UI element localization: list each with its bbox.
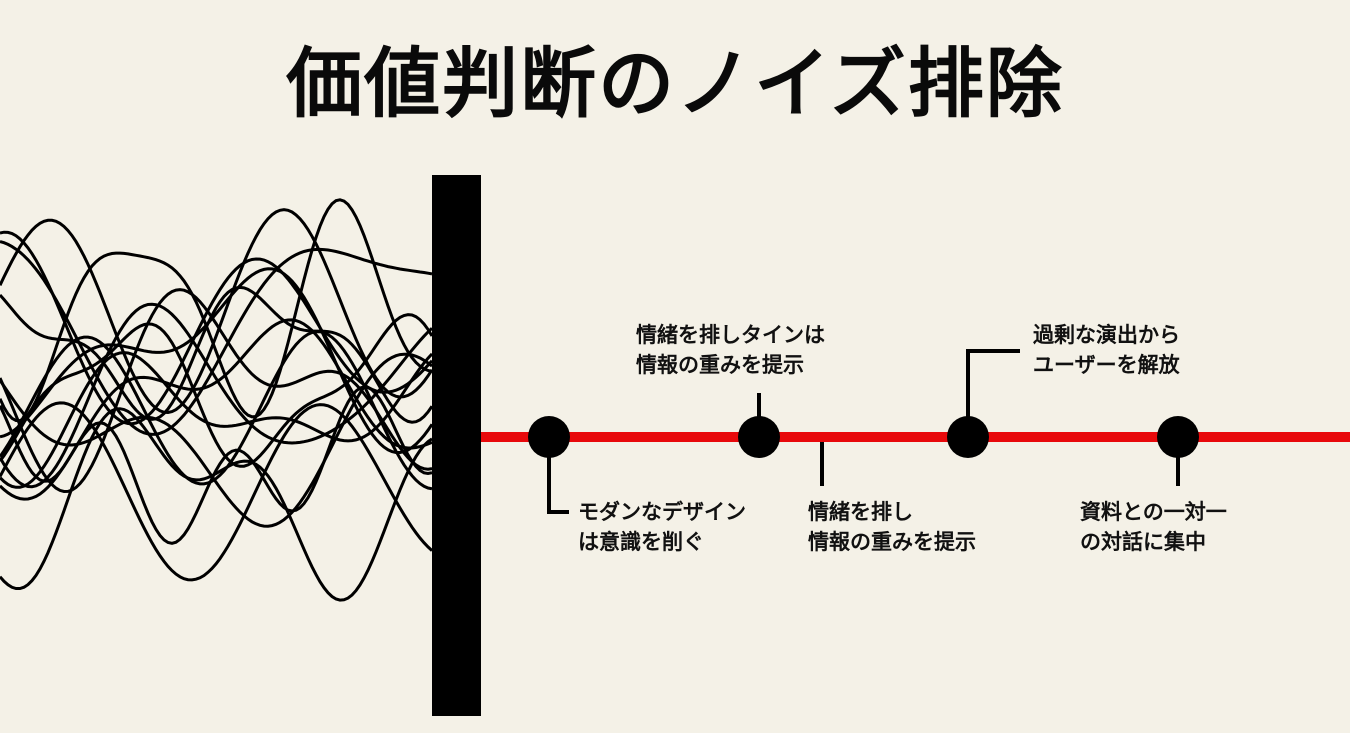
label-modern-design: モダンなデザインは意識を削ぐ (578, 497, 746, 557)
noise-wave (0, 313, 432, 468)
noise-wave (0, 208, 432, 415)
timeline-dot-2 (738, 416, 780, 458)
noise-wave (0, 302, 432, 489)
connector-1b (547, 510, 569, 514)
label-line: の対話に集中 (1080, 530, 1206, 554)
label-emotion-type: 情緒を排しタインは情報の重みを提示 (636, 320, 825, 380)
label-line: 情報の重みを提示 (808, 530, 976, 554)
timeline-dot-3 (947, 416, 989, 458)
noise-wave (0, 352, 432, 528)
connector-1 (547, 450, 551, 514)
connector-3b (966, 349, 1020, 353)
noise-waves (0, 198, 432, 602)
connector-2 (757, 393, 761, 418)
noise-wave (0, 385, 432, 545)
noise-barrier (432, 175, 481, 716)
page-title: 価値判断のノイズ排除 (286, 39, 1064, 128)
noise-wave (0, 407, 432, 602)
noise-wave (0, 401, 432, 582)
connector-2b (820, 442, 824, 486)
connector-4 (1176, 455, 1180, 486)
label-dialogue: 資料との一対一の対話に集中 (1080, 497, 1227, 557)
timeline-dot-4 (1157, 416, 1199, 458)
label-line: 情緒を排し (808, 500, 913, 524)
label-line: 情緒を排しタインは (636, 323, 825, 347)
label-line: 情報の重みを提示 (636, 353, 804, 377)
timeline-line (481, 432, 1350, 442)
label-line: ユーザーを解放 (1033, 353, 1180, 377)
label-line: モダンなデザイン (578, 500, 746, 524)
label-line: 過剰な演出から (1033, 323, 1180, 347)
label-line: 資料との一対一 (1080, 500, 1227, 524)
noise-wave (0, 198, 432, 423)
noise-wave (0, 240, 432, 436)
noise-wave (0, 230, 432, 426)
connector-3 (966, 349, 970, 419)
label-release-user: 過剰な演出からユーザーを解放 (1033, 320, 1180, 380)
label-line: は意識を削ぐ (578, 530, 704, 554)
label-emotion: 情緒を排し情報の重みを提示 (808, 497, 976, 557)
noise-wave (0, 288, 432, 494)
noise-wave (0, 267, 432, 454)
